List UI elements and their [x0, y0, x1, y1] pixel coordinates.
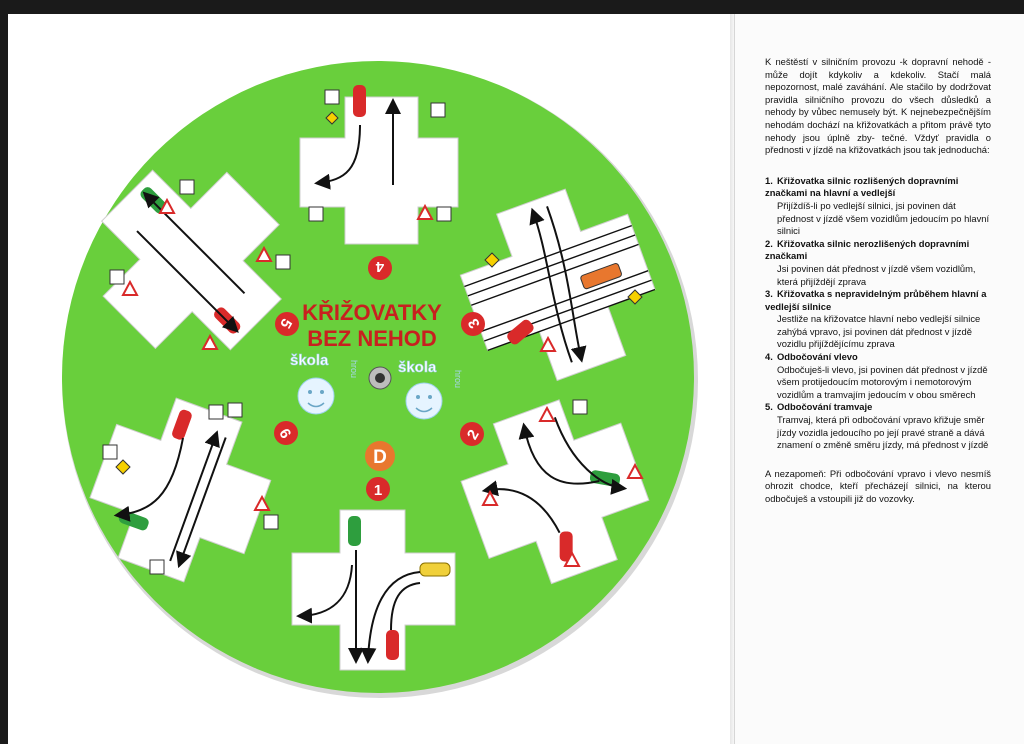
- car-red: [353, 85, 366, 117]
- position-letter-badge: D: [365, 441, 395, 471]
- rule-number: 5.: [765, 401, 773, 413]
- car-red: [507, 319, 534, 345]
- warning-sign: [201, 333, 219, 350]
- rule-2: 2.Křižovatka silnic nerozlišených doprav…: [765, 238, 991, 288]
- rule-1: 1.Křižovatka silnic rozlišených dopravní…: [765, 175, 991, 238]
- svg-text:hrou: hrou: [453, 370, 463, 388]
- disc-title-line2: BEZ NEHOD: [307, 326, 437, 351]
- rule-title: Křižovatka s nepravidelným průběhem hlav…: [765, 288, 987, 312]
- rule-body: Tramvaj, která při odbočování vpravo kři…: [777, 414, 989, 451]
- rule-3: 3.Křižovatka s nepravidelným průběhem hl…: [765, 288, 991, 351]
- warning-sign: [481, 489, 499, 506]
- logo-skola-hrou-right: škola hrou: [398, 359, 463, 420]
- car-yellow: [419, 562, 451, 577]
- car-red: [172, 409, 192, 440]
- number-badge-1: 1: [366, 477, 390, 501]
- svg-text:1: 1: [374, 482, 382, 499]
- car-green: [348, 516, 361, 546]
- sign-plate: [263, 514, 279, 530]
- sign-plate: [227, 402, 243, 418]
- svg-text:hrou: hrou: [349, 360, 359, 378]
- rule-body: Přijíždíš-li po vedlejší silnici, jsi po…: [777, 199, 990, 237]
- warning-sign: [538, 405, 556, 422]
- center-rivet[interactable]: [368, 366, 392, 390]
- warning-sign: [158, 197, 176, 214]
- main-road-sign: [115, 459, 131, 475]
- svg-text:D: D: [373, 447, 387, 468]
- number-badge-4: 4: [368, 256, 392, 280]
- closing-paragraph: A nezapomeň: Při odbočování vpravo i vle…: [765, 467, 991, 504]
- intro-paragraph: K neštěstí v silničním provozu -k doprav…: [765, 56, 991, 156]
- sign-plate: [102, 444, 118, 460]
- sign-plate: [109, 269, 125, 285]
- tram: [580, 263, 622, 290]
- car-red: [559, 531, 573, 562]
- rule-number: 4.: [765, 351, 773, 363]
- warning-sign: [253, 494, 271, 511]
- rule-title: Odbočování tramvaje: [777, 401, 873, 413]
- instructions-text: K neštěstí v silničním provozu -k doprav…: [765, 56, 991, 506]
- page-fold: [730, 14, 736, 744]
- warning-sign: [626, 462, 644, 479]
- car-red: [386, 630, 399, 660]
- rotating-disc[interactable]: KŘIŽOVATKY BEZ NEHOD 4 5 3 6 2 1 D škola: [0, 0, 730, 744]
- intersection-window-bottom: [291, 509, 456, 671]
- right-page: [734, 14, 1024, 744]
- svg-text:škola: škola: [398, 359, 437, 376]
- intersection-window-top: [299, 85, 459, 245]
- rule-number: 2.: [765, 237, 773, 249]
- number-badge-2: 2: [460, 422, 484, 446]
- intersection-window-lower-right: [460, 399, 650, 585]
- svg-text:4: 4: [375, 258, 384, 275]
- rule-title: Odbočování vlevo: [777, 351, 858, 363]
- warning-sign: [121, 279, 139, 296]
- logo-skola-hrou-left: škola hrou: [290, 352, 359, 415]
- rule-body: Jsi povinen dát přednost v jízdě všem vo…: [777, 262, 976, 287]
- rule-number: 3.: [765, 288, 773, 300]
- sign-plate: [149, 559, 165, 575]
- svg-text:škola: škola: [290, 352, 329, 369]
- rule-title: Křižovatka silnic nerozlišených dopravní…: [765, 237, 970, 262]
- rule-body: Odbočuješ-li vlevo, jsi povinen dát před…: [777, 363, 988, 400]
- sign-plate: [572, 399, 588, 415]
- rule-title: Křižovatka silnic rozlišených dopravními…: [765, 174, 959, 199]
- number-badge-6: 6: [274, 421, 298, 445]
- intersection-window-lower-left: [89, 397, 272, 583]
- number-badge-3: 3: [461, 312, 485, 336]
- sign-plate: [275, 254, 291, 270]
- number-badge-5: 5: [275, 312, 299, 336]
- warning-sign: [563, 550, 581, 567]
- rule-number: 1.: [765, 174, 773, 186]
- sign-plate: [208, 404, 224, 420]
- rule-body: Jestliže na křižovatce hlavní nebo vedle…: [777, 313, 981, 350]
- main-road-sign: [484, 252, 500, 268]
- sign-plate: [179, 179, 195, 195]
- intersection-window-upper-left: [100, 169, 282, 351]
- warning-sign: [255, 245, 273, 262]
- rule-5: 5. Odbočování tramvaje Tramvaj, která při…: [765, 401, 991, 451]
- warning-sign: [539, 335, 557, 352]
- disc-title-line1: KŘIŽOVATKY: [302, 300, 442, 325]
- rule-4: 4. Odbočování vlevo Odbočuješ-li vlevo, j…: [765, 351, 991, 401]
- main-road-sign: [627, 289, 643, 305]
- intersection-window-upper-right: [459, 188, 656, 382]
